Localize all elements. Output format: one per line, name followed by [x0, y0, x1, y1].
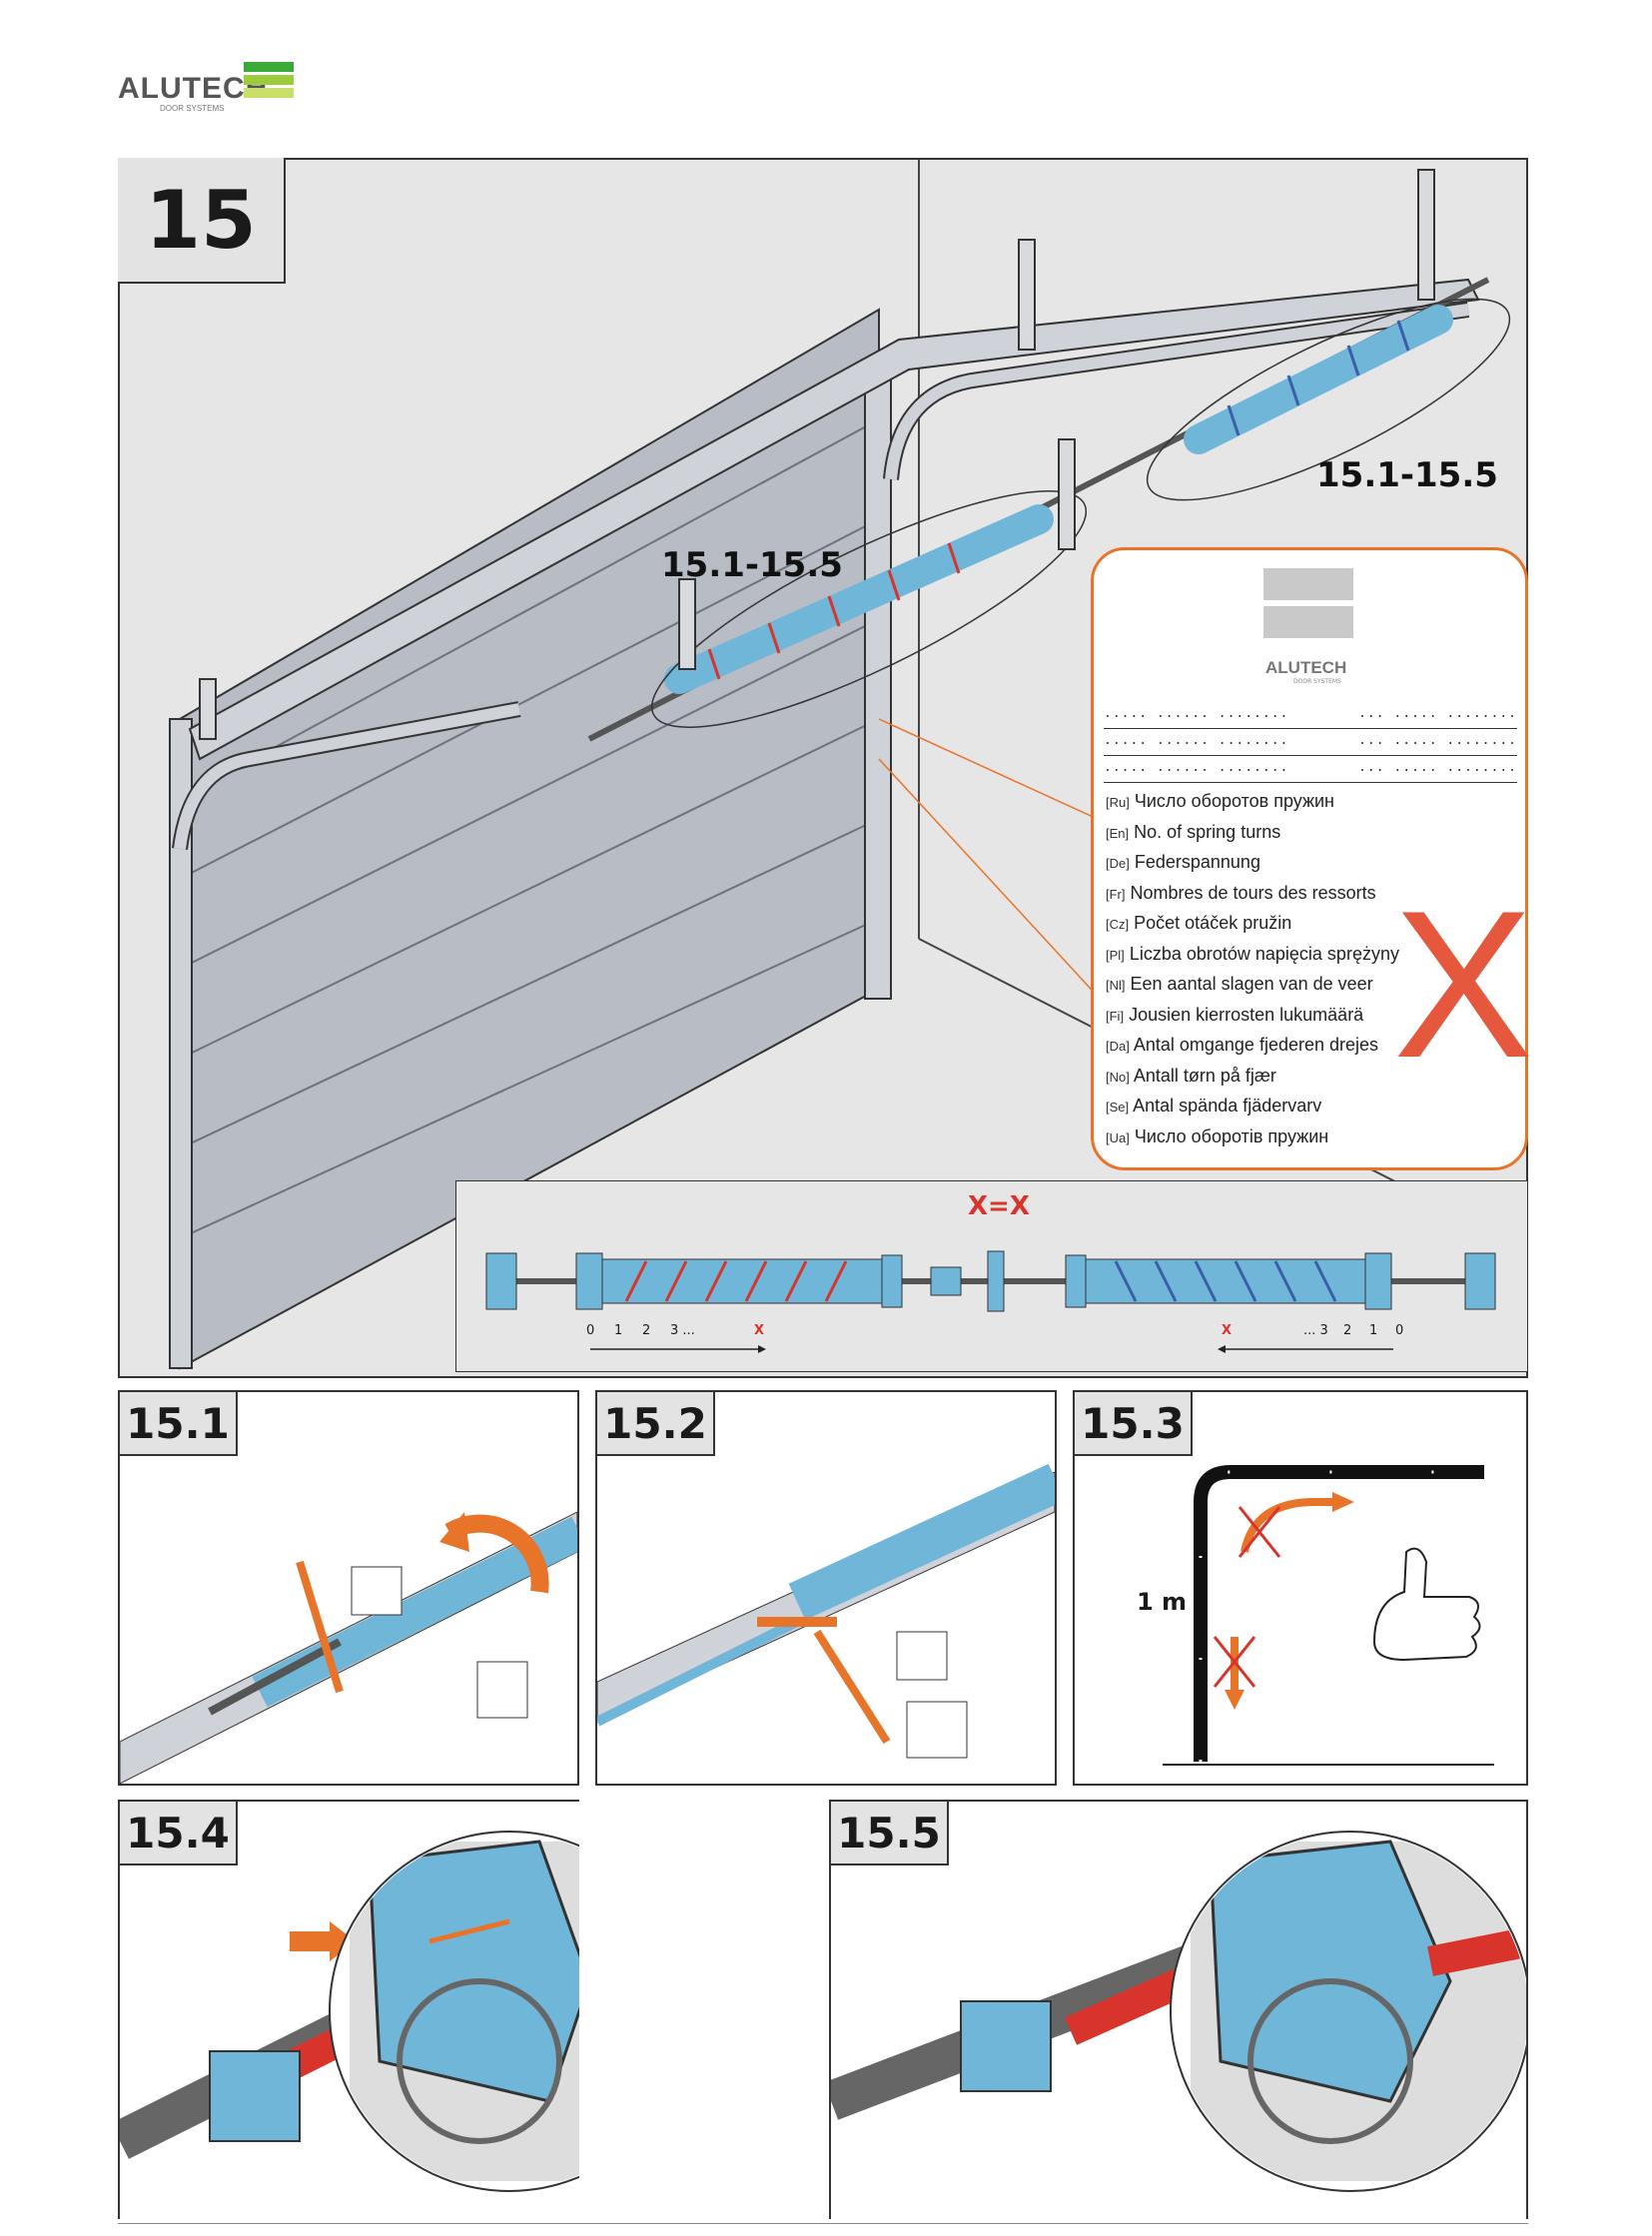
substep-15-5-badge: 15.5 — [831, 1802, 949, 1865]
height-label: 1 m — [1137, 1588, 1188, 1616]
step-number-badge: 15 — [118, 158, 286, 284]
language-row: [Ua] Число оборотів пружин — [1106, 1125, 1329, 1146]
scale-left-tick: 0 — [586, 1323, 595, 1338]
language-row: [Da] Antal omgange fjederen drejes — [1106, 1035, 1379, 1055]
substep-15-1-panel: 15.1 — [118, 1390, 579, 1786]
substep-15-2-illustration — [597, 1463, 1055, 1759]
scale-right-tick: ... 3 — [1303, 1323, 1328, 1338]
brand-logo-subtitle: DOOR SYSTEMS — [160, 104, 225, 113]
scale-right-tick: 1 — [1369, 1323, 1378, 1338]
dot-row-right: ... ..... ........ — [1358, 733, 1517, 748]
equation-label: X=X — [968, 1191, 1030, 1221]
language-row: [De] Federspannung — [1106, 852, 1260, 872]
label-logo-mark — [1263, 568, 1353, 638]
label-brand-name: ALUTECH — [1265, 658, 1347, 677]
substep-15-2-badge: 15.2 — [597, 1392, 715, 1456]
label-language-list: [Ru] Число оборотов пружин [En] No. of s… — [1106, 786, 1399, 1151]
language-row: [En] No. of spring turns — [1106, 821, 1281, 842]
scale-left-tick: X — [754, 1323, 765, 1338]
brand-logo-mark — [244, 62, 294, 101]
language-row: [Pl] Liczba obrotów napięcia sprężyny — [1106, 943, 1399, 964]
spring-turns-mark: X — [1393, 867, 1534, 1102]
label-dot-rows: ..... ...... ........ ... ..... ........… — [1104, 702, 1517, 783]
scale-right-tick: 0 — [1395, 1323, 1404, 1338]
language-row: [Se] Antal spända fjädervarv — [1106, 1096, 1322, 1116]
language-row: [No] Antall tørn på fjær — [1106, 1065, 1276, 1086]
spring-label-card: ALUTECH DOOR SYSTEMS ..... ...... ......… — [1091, 547, 1533, 1170]
spring-callout-left: 15.1-15.5 — [661, 545, 843, 585]
label-brand-sub: DOOR SYSTEMS — [1293, 678, 1341, 685]
brand-logo-text: ALUTECH — [118, 72, 269, 105]
substep-15-4-illustration — [120, 1831, 579, 2192]
dot-row-left: ..... ...... ........ — [1104, 733, 1289, 748]
footer-rule — [118, 2223, 1528, 2224]
scale-right-tick: X — [1222, 1323, 1233, 1338]
substep-15-1-badge: 15.1 — [120, 1392, 238, 1456]
dot-row-left: ..... ...... ........ — [1104, 706, 1289, 721]
substep-15-4-badge: 15.4 — [120, 1802, 238, 1865]
spring-callout-right: 15.1-15.5 — [1316, 455, 1498, 495]
substep-15-3-badge: 15.3 — [1075, 1392, 1193, 1456]
language-row: [Fi] Jousien kierrosten lukumäärä — [1106, 1004, 1364, 1025]
scale-left-tick: 3 ... — [670, 1323, 695, 1338]
dot-row-right: ... ..... ........ — [1358, 706, 1517, 721]
substep-15-2-panel: 15.2 — [595, 1390, 1057, 1786]
substep-15-3-illustration — [1163, 1465, 1494, 1766]
spring-comparison-diagram — [485, 1250, 1496, 1353]
substep-15-1-illustration — [120, 1511, 577, 1784]
language-row: [Nl] Een aantal slagen van de veer — [1106, 974, 1373, 994]
substep-15-4-panel: 15.4 — [118, 1800, 579, 2219]
dot-row-left: ..... ...... ........ — [1104, 760, 1289, 775]
scale-left-tick: 2 — [642, 1323, 651, 1338]
dot-row-right: ... ..... ........ — [1358, 760, 1517, 775]
spring-comparison-panel: X=X 0 1 2 3 ... X X ... 3 2 1 0 — [455, 1180, 1528, 1372]
scale-right-tick: 2 — [1343, 1323, 1352, 1338]
language-row: [Cz] Počet otáček pružin — [1106, 913, 1292, 933]
language-row: [Fr] Nombres de tours des ressorts — [1106, 882, 1376, 903]
substep-15-5-panel: 15.5 — [829, 1800, 1528, 2219]
scale-left-tick: 1 — [614, 1323, 623, 1338]
substep-15-5-illustration — [831, 1831, 1526, 2192]
substep-15-3-panel: 1 m 15.3 — [1073, 1390, 1528, 1786]
language-row: [Ru] Число оборотов пружин — [1106, 791, 1334, 811]
